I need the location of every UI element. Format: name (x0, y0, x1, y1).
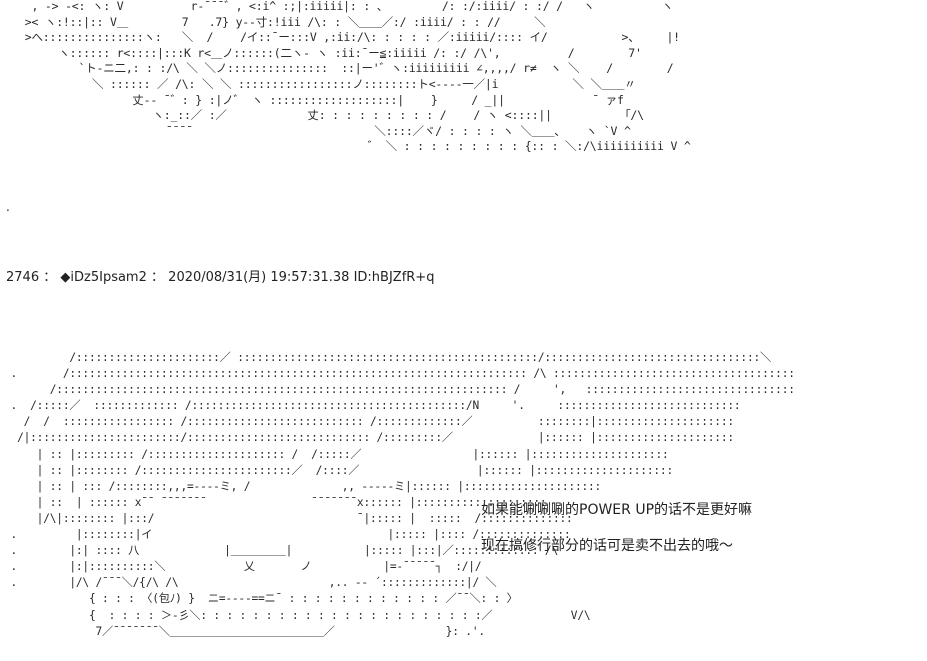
header-separator: ： (151, 270, 165, 285)
ascii-art-line: 7／ˉˉˉˉˉˉˉ＼＿＿＿＿＿＿＿＿＿＿＿＿＿＿／ }: .'. (4, 624, 485, 638)
ascii-art-line: { : : : 〈(包ﾉ) } ニ=‐‐‐‐==ニˉ : : : : : : :… (4, 592, 518, 606)
post-header: 2746 ： ◆iDz5Ipsam2 ： 2020/08/31(月) 19:57… (6, 266, 434, 285)
ascii-art-line: . |:|::::::::::＼ 乂 ノ |=‐ˉˉˉˉˉ┐ :/|/ (4, 560, 482, 574)
poster-id: ID:hBJZfR+q (353, 270, 435, 285)
ascii-art-line: | :: |::::::::: /::::::::::::::::::::: /… (4, 447, 669, 461)
ascii-art-line: | :: | ::: /::::::::,,,=----ミ, / ,, ----… (4, 479, 602, 493)
ascii-art-line: >へ:::::::::::::::ヽ: ＼ / /イ::ˉー:::V ,:ii:… (18, 30, 680, 45)
ascii-art-line: `ト-ニ二,: : :/\ ＼ ＼ノ::::::::::::::: ::|ー'゛… (18, 61, 674, 76)
ascii-art-line: . |:| :::: 八 |＿＿＿＿＿| |::::: |:::|／::::::… (4, 544, 559, 558)
ascii-art-line: . |::::::::|イ |::::: |:::: /::::::::::::… (4, 528, 571, 542)
ascii-art-line: >< ヽ:!::|:: V＿ 7 .7} y-‐寸:!iii /\: : ＼＿＿… (18, 14, 546, 29)
ascii-art-line: ゛ ＼ : : : : : : : : : {:: : ＼:/\iiiiiiii… (18, 139, 691, 154)
ascii-art-line: /:::::::::::::::::::::::::::::::::::::::… (4, 383, 795, 397)
post-number: 2746 (6, 270, 40, 285)
ascii-art-line: ヽ:::::: r<::::|:::K r<＿ノ::::::(二ヽ‐ ヽ :ii… (18, 45, 642, 60)
poster-name: ◆iDz5Ipsam2 (60, 270, 147, 285)
ascii-art-line: | :: | :::::: xˉˉ ˉˉˉˉˉˉˉ ˉˉˉˉˉˉˉx::::::… (4, 495, 547, 509)
ascii-art-line: ヽ:_::／ :／ 丈: : : : : : : : : / / ヽ <::::… (18, 108, 644, 123)
ascii-art-line: . /:::::::::::::::::::::::::::::::::::::… (4, 367, 795, 381)
ascii-art-bottom: /::::::::::::::::::::::／ :::::::::::::::… (4, 350, 795, 640)
ascii-art-line: |/\|:::::::: |:::/ ˉ|::::: | ::::: /::::… (4, 511, 573, 525)
header-separator: ： (43, 270, 57, 285)
separator-dot: . (6, 200, 10, 214)
ascii-art-line: / / ::::::::::::::::: /:::::::::::::::::… (4, 415, 734, 429)
ascii-art-line: ˉˉˉˉ ＼::::／ヾ/ : : : : ヽ ＼＿＿、 ヽ `V ^ (18, 123, 631, 138)
ascii-art-line: ＼ :::::: ／ /\: ＼ ＼ :::::::::::::::::ノ:::… (18, 76, 636, 91)
ascii-art-line: /::::::::::::::::::::::／ :::::::::::::::… (4, 351, 772, 364)
dialogue-line-2: 现在搞修行部分的话可是卖不出去的哦～ (481, 538, 733, 554)
ascii-art-line: 丈-‐ ˉ゛: } :|ノ゛ ヽ :::::::::::::::::::| } … (18, 92, 624, 107)
dialogue-line-1: 如果能唰唰唰的POWER UP的话不是更好嘛 (481, 502, 753, 518)
ascii-art-line: . |/\ /ˉˉˉ＼/{/\ /\ ,.. -‐ ´:::::::::::::… (4, 576, 497, 590)
post-date: 2020/08/31(月) 19:57:31.38 (168, 270, 350, 285)
ascii-art-line: . /:::::／ ::::::::::::: /:::::::::::::::… (4, 399, 741, 413)
ascii-art-top: , -> -<: ヽ: V r‐ˉˉˉ゛, <:i^ :;|:iiiii|: :… (18, 0, 691, 155)
ascii-art-line: /|:::::::::::::::::::::::/::::::::::::::… (4, 431, 734, 445)
ascii-art-line: { : : : : ＞-彡＼: : : : : : : : : : : : : … (4, 608, 591, 622)
ascii-art-line: , -> -<: ヽ: V r‐ˉˉˉ゛, <:i^ :;|:iiiii|: :… (18, 0, 673, 13)
ascii-art-line: | :: |:::::::: /:::::::::::::::::::::::／… (4, 463, 674, 477)
